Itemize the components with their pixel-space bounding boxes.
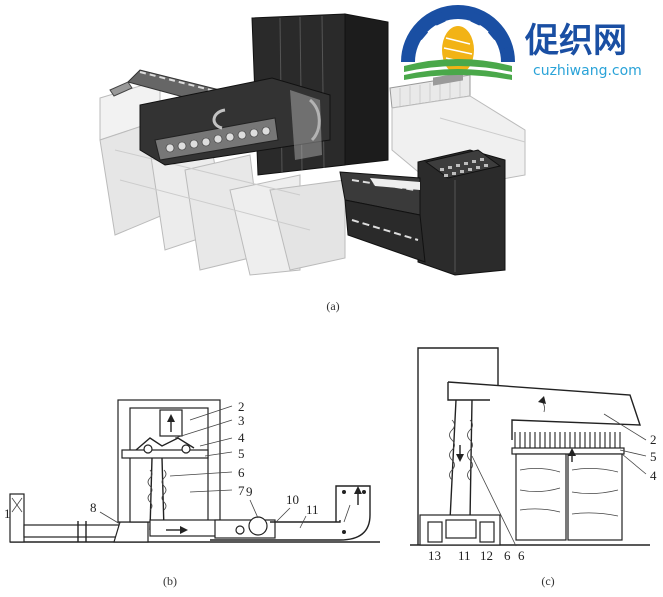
label-c-2: 2 [650, 432, 657, 447]
label-b-1: 1 [4, 506, 11, 521]
panel-b-schematic: 1 2 3 4 5 6 7 8 9 10 11 (b) [4, 399, 380, 588]
plucking-rollers [165, 126, 271, 153]
label-c-5: 5 [650, 449, 657, 464]
label-b-4: 4 [238, 430, 245, 445]
field-icon [404, 59, 512, 80]
label-c-6: 6 [504, 548, 511, 563]
label-c-6-bottom: 6 [518, 548, 525, 563]
rollers-c [514, 432, 621, 448]
label-c-4: 4 [650, 468, 657, 483]
panel-a-illustration [99, 13, 526, 276]
panel-c-schematic: 2 5 4 6 13 11 12 6 (c) [410, 347, 657, 588]
label-b-3: 3 [238, 413, 245, 428]
label-b-6: 6 [238, 465, 245, 480]
logo-name: 促织网 [524, 21, 627, 61]
label-b-8: 8 [90, 500, 97, 515]
logo-url: cuzhiwang.com [533, 63, 642, 79]
label-c-13: 13 [428, 548, 441, 563]
leaders-c [471, 413, 647, 547]
label-b-5: 5 [238, 446, 245, 461]
label-c-12: 12 [480, 548, 493, 563]
conveyor-front [339, 171, 426, 263]
caption-a: (a) [326, 299, 339, 313]
caption-b: (b) [163, 574, 177, 588]
gear-icon [401, 5, 515, 63]
label-c-11: 11 [458, 548, 471, 563]
plucking-arm [139, 77, 331, 166]
label-b-10: 10 [286, 492, 299, 507]
leaders-b [99, 405, 307, 529]
site-logo: 促织网 cuzhiwang.com [401, 5, 642, 80]
label-b-9: 9 [246, 484, 253, 499]
caption-c: (c) [541, 574, 554, 588]
label-b-11: 11 [306, 502, 319, 517]
label-b-2: 2 [238, 399, 245, 414]
yarn-spool-icon [442, 26, 474, 74]
bale-row-left [99, 79, 346, 276]
label-b-7: 7 [238, 483, 245, 498]
control-cabinet [417, 72, 506, 276]
